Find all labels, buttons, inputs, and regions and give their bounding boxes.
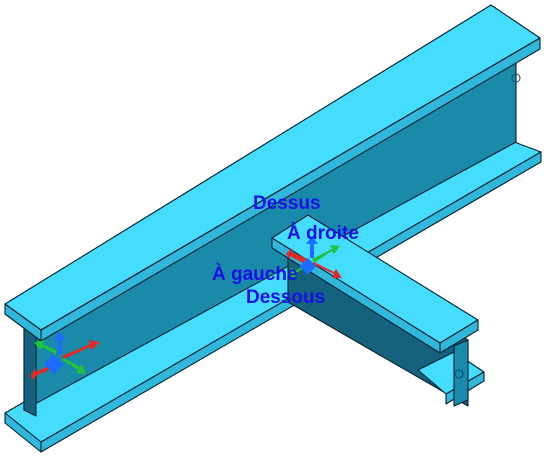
view-label-left[interactable]: À gauche bbox=[212, 264, 298, 285]
secondary-beam-end-web bbox=[453, 339, 469, 407]
view-label-right[interactable]: À droite bbox=[287, 223, 359, 244]
snap-point-icon[interactable] bbox=[454, 369, 464, 379]
view-label-top[interactable]: Dessus bbox=[253, 193, 321, 214]
view-label-bottom[interactable]: Dessous bbox=[246, 287, 326, 308]
triad-gizmo-icon[interactable] bbox=[30, 332, 100, 380]
snap-point-icon[interactable] bbox=[511, 73, 521, 83]
